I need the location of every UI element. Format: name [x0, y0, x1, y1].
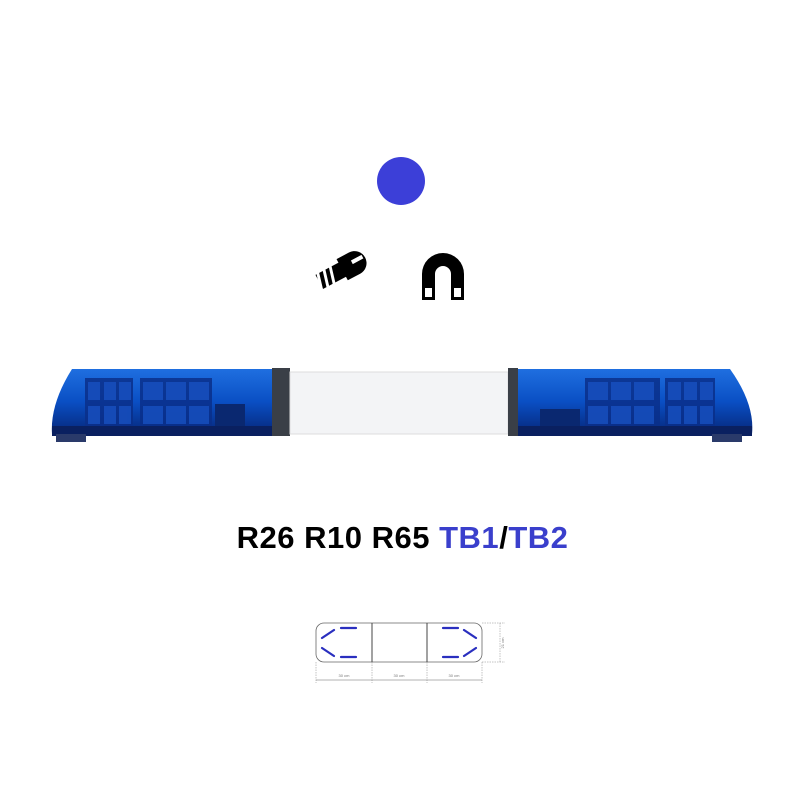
- right-end-cap: [508, 368, 518, 436]
- light-bar-image: [51, 368, 753, 442]
- screw-mount-icon: [315, 251, 367, 293]
- dimension-label: 30 cm: [339, 673, 351, 678]
- left-end-cap: [272, 368, 290, 436]
- light-color-swatch: [377, 157, 425, 205]
- code: R65: [371, 520, 430, 555]
- height-label: 21 cm: [500, 637, 505, 649]
- magnet-mount-icon: [422, 253, 464, 300]
- product-codes: R26 R10 R65 TB1/TB2: [0, 520, 805, 556]
- code-highlighted: TB1: [439, 520, 500, 555]
- code: R10: [304, 520, 363, 555]
- center-section: [289, 371, 509, 435]
- dimension-label: 30 cm: [449, 673, 461, 678]
- code-highlighted: TB2: [508, 520, 569, 555]
- dimension-diagram: 30 cm 30 cm 30 cm 21 cm: [315, 622, 505, 683]
- dimension-label: 30 cm: [394, 673, 406, 678]
- code: R26: [236, 520, 295, 555]
- code-separator: /: [499, 520, 509, 555]
